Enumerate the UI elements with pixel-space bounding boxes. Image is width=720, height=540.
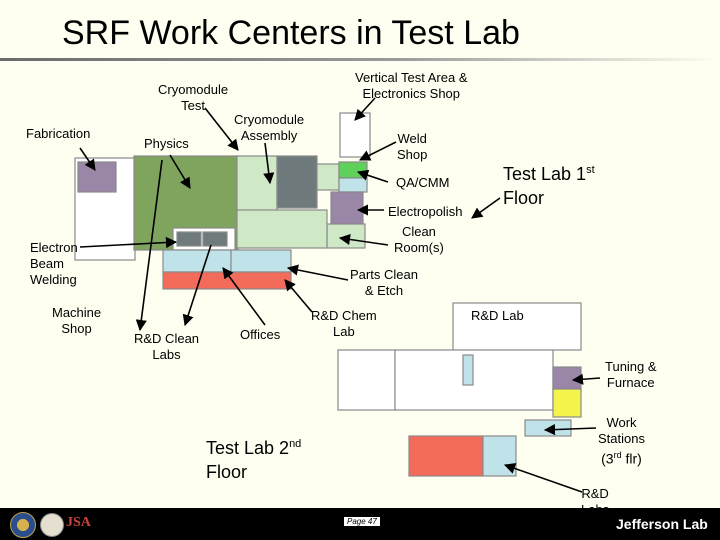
- cryomodule-assembly-area: [236, 155, 278, 212]
- arrow-rd-chem: [284, 279, 313, 313]
- jefferson-lab-logo: Jefferson Lab: [616, 516, 708, 532]
- agency-seal-icon: [40, 513, 64, 537]
- arrow-parts-clean: [286, 264, 349, 281]
- ws-line3a: (3: [601, 450, 614, 467]
- arrow-vertical-test: [354, 97, 376, 121]
- ws-line3b: flr): [621, 450, 642, 467]
- floor2-outline-top: [452, 302, 582, 351]
- jsa-logo: JSA: [66, 515, 91, 530]
- arrow-rd-labs: [503, 463, 583, 493]
- floor2-sup: nd: [289, 438, 302, 450]
- ws-line2: Stations: [598, 431, 645, 446]
- ebw-room-b: [202, 231, 228, 247]
- workstation-strip: [524, 419, 572, 437]
- arrow-cryomodule-test: [204, 107, 239, 151]
- label-qa-cmm: QA/CMM: [396, 175, 450, 190]
- cryomodule-assembly-room: [276, 155, 318, 209]
- label-tuning-furnace: Tuning &Furnace: [605, 359, 657, 390]
- floor2-left-room: [337, 349, 396, 411]
- label-electropolish: Electropolish: [388, 204, 463, 219]
- label-fabrication: Fabrication: [26, 126, 91, 141]
- arrow-cryomodule-assembly: [263, 142, 275, 185]
- lower-block: [236, 209, 328, 249]
- doe-seal-icon: [10, 512, 36, 538]
- arrow-physics: [169, 154, 191, 189]
- label-parts-clean-etch: Parts Clean& Etch: [350, 267, 418, 298]
- floor1-label: Test Lab 1st Floor: [503, 158, 595, 210]
- arrow-qa: [356, 169, 389, 183]
- weld-room: [316, 163, 340, 191]
- qa-room-b: [338, 177, 368, 193]
- floor2-line2: Floor: [206, 462, 248, 482]
- arrow-ebw: [79, 236, 178, 249]
- label-rd-lab: R&D Lab: [471, 308, 524, 323]
- arrow-rd-clean: [182, 244, 212, 327]
- arrow-floor1: [471, 197, 501, 219]
- floor2-center: [394, 349, 554, 411]
- label-physics: Physics: [144, 136, 189, 151]
- floor1-sup: st: [586, 164, 595, 176]
- parts-clean-a: [162, 249, 232, 273]
- work-stations-label: Work Stations (3rd flr): [598, 415, 645, 467]
- label-offices: Offices: [240, 327, 281, 342]
- floor2-label: Test Lab 2nd Floor: [206, 432, 301, 484]
- rd-chem-rectangle: [462, 354, 474, 386]
- floor2-red-room: [408, 435, 484, 477]
- title-rule: [0, 58, 720, 61]
- ebw-room-a: [176, 231, 202, 247]
- electropolish-room: [330, 191, 364, 225]
- arrow-work-stations: [543, 424, 597, 436]
- arrow-weld: [358, 141, 397, 161]
- page-title: SRF Work Centers in Test Lab: [62, 14, 520, 52]
- tuning-furnace-room-b: [552, 388, 582, 418]
- arrow-clean-room: [338, 233, 389, 246]
- qa-room-a: [338, 161, 368, 179]
- clean-room-a: [326, 223, 366, 249]
- label-vertical-test: Vertical Test Area &Electronics Shop: [355, 70, 468, 101]
- tuning-furnace-room-a: [552, 366, 582, 390]
- ws-sup: rd: [613, 450, 622, 460]
- arrow-machine-shop: [135, 159, 163, 332]
- arrow-tuning: [571, 373, 601, 385]
- arrow-fabrication: [79, 147, 96, 171]
- floor2-blue-room: [482, 435, 517, 477]
- floor1-line2: Floor: [503, 188, 545, 208]
- parts-clean-b: [230, 249, 292, 273]
- floor1-text: Test Lab 1: [503, 164, 587, 184]
- fabrication-room: [77, 161, 117, 193]
- ws-line1: Work: [606, 415, 637, 430]
- floor2-text: Test Lab 2: [206, 438, 290, 458]
- page-number: Page 47: [344, 517, 380, 526]
- arrow-offices: [222, 267, 266, 326]
